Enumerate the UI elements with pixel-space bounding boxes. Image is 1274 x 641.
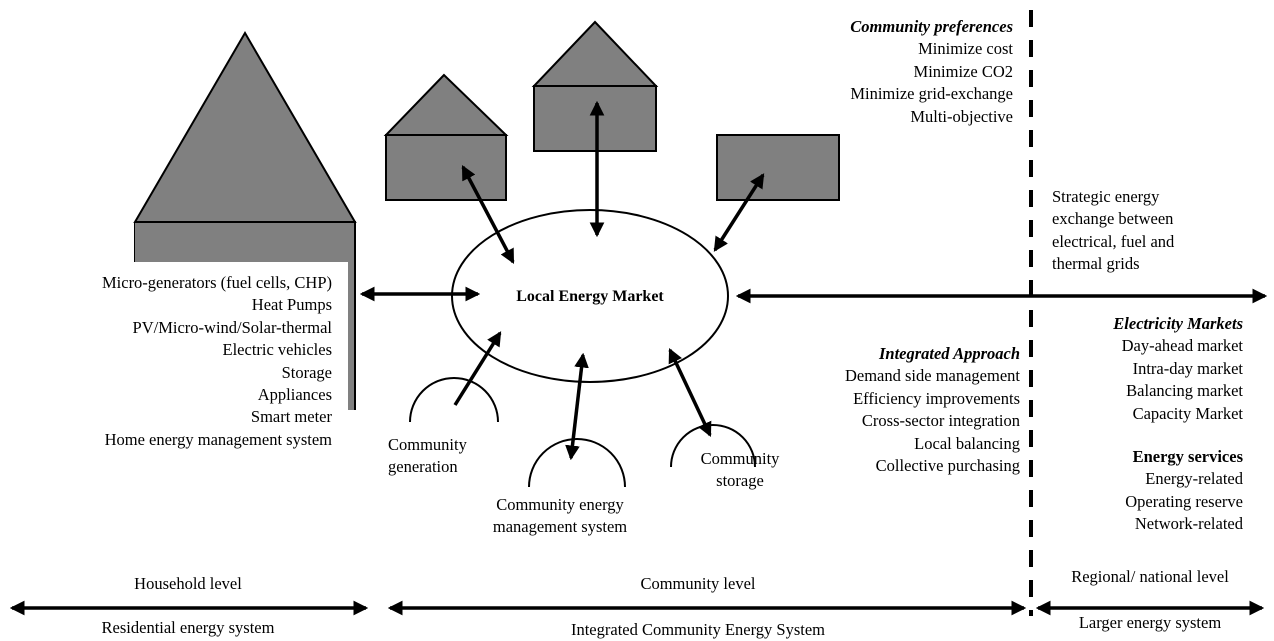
strategic-exchange-line: exchange between bbox=[1052, 209, 1174, 229]
market-item: Capacity Market bbox=[1132, 403, 1243, 423]
larger-system-label: Larger energy system bbox=[1078, 613, 1222, 632]
integrated-approach-title: Integrated Approach bbox=[878, 344, 1020, 363]
preference-item: Minimize cost bbox=[918, 39, 1013, 59]
approach-item: Demand side management bbox=[844, 366, 1020, 386]
device-item: PV/Micro-wind/Solar-thermal bbox=[132, 317, 332, 337]
community-ems-line: management system bbox=[492, 517, 628, 537]
community-storage-line: Community bbox=[700, 449, 780, 468]
device-item: Storage bbox=[281, 362, 332, 382]
community-building-right-icon bbox=[716, 134, 840, 201]
community-level-label: Community level bbox=[640, 574, 756, 593]
integrated-approach-block: Integrated Approach Demand side manageme… bbox=[845, 343, 1020, 477]
approach-item: Collective purchasing bbox=[875, 456, 1020, 476]
market-item: Day-ahead market bbox=[1121, 336, 1243, 356]
market-item: Balancing market bbox=[1126, 381, 1243, 401]
community-storage-icon bbox=[670, 424, 756, 468]
approach-item: Efficiency improvements bbox=[853, 388, 1020, 408]
community-generation-line: Community bbox=[388, 435, 467, 454]
community-ems-line: Community energy bbox=[496, 495, 624, 514]
flow-arrows bbox=[359, 100, 1268, 461]
strategic-exchange-line: Strategic energy bbox=[1052, 187, 1160, 206]
community-ems-label: Community energy management system bbox=[460, 494, 660, 539]
community-house-center-icon bbox=[531, 20, 659, 152]
right-building-market-arrow bbox=[713, 173, 765, 252]
service-item: Network-related bbox=[1134, 514, 1243, 534]
community-house-left-icon bbox=[383, 73, 509, 201]
left-house-market-arrow bbox=[461, 165, 515, 264]
device-item: Micro-generators (fuel cells, CHP) bbox=[101, 273, 332, 292]
preference-item: Minimize grid-exchange bbox=[850, 84, 1013, 104]
energy-services-title: Energy services bbox=[1132, 447, 1243, 466]
community-preferences-title: Community preferences bbox=[850, 17, 1013, 36]
service-item: Operating reserve bbox=[1125, 491, 1243, 511]
preference-item: Multi-objective bbox=[910, 106, 1013, 126]
local-energy-market-label: Local Energy Market bbox=[516, 288, 664, 305]
service-item: Energy-related bbox=[1145, 469, 1243, 489]
approach-item: Cross-sector integration bbox=[861, 411, 1020, 431]
household-house-icon bbox=[40, 31, 357, 452]
community-ems-icon bbox=[528, 438, 626, 488]
community-generation-line: generation bbox=[388, 457, 458, 477]
community-storage-line: storage bbox=[716, 471, 764, 491]
strategic-exchange-line: electrical, fuel and bbox=[1052, 231, 1175, 251]
market-item: Intra-day market bbox=[1132, 358, 1243, 378]
electricity-markets-block: Electricity Markets Day-ahead market Int… bbox=[1113, 313, 1243, 425]
device-item: Smart meter bbox=[250, 407, 332, 427]
strategic-exchange-line: thermal grids bbox=[1052, 254, 1140, 274]
preference-item: Minimize CO2 bbox=[913, 61, 1013, 81]
community-generation-icon bbox=[409, 377, 499, 423]
community-preferences-block: Community preferences Minimize cost Mini… bbox=[850, 16, 1013, 128]
device-item: Home energy management system bbox=[104, 429, 332, 449]
storage-market-arrow bbox=[668, 348, 712, 437]
household-level-label: Household level bbox=[134, 574, 242, 593]
device-item: Electric vehicles bbox=[222, 340, 332, 360]
strategic-exchange-text: Strategic energy exchange between electr… bbox=[1052, 186, 1174, 276]
integrated-system-label: Integrated Community Energy System bbox=[570, 620, 826, 639]
device-item: Appliances bbox=[257, 385, 332, 405]
regional-level-label: Regional/ national level bbox=[1071, 567, 1229, 586]
community-storage-label: Community storage bbox=[690, 448, 790, 493]
ems-market-arrow bbox=[565, 352, 589, 461]
approach-item: Local balancing bbox=[914, 433, 1020, 453]
residential-system-label: Residential energy system bbox=[101, 618, 275, 637]
electricity-markets-title: Electricity Markets bbox=[1113, 314, 1243, 333]
energy-services-block: Energy services Energy-related Operating… bbox=[1125, 446, 1243, 536]
generation-market-arrow bbox=[453, 331, 502, 406]
community-generation-label: Community generation bbox=[388, 434, 467, 479]
device-item: Heat Pumps bbox=[251, 295, 332, 315]
household-devices-list: Micro-generators (fuel cells, CHP) Heat … bbox=[102, 272, 332, 451]
